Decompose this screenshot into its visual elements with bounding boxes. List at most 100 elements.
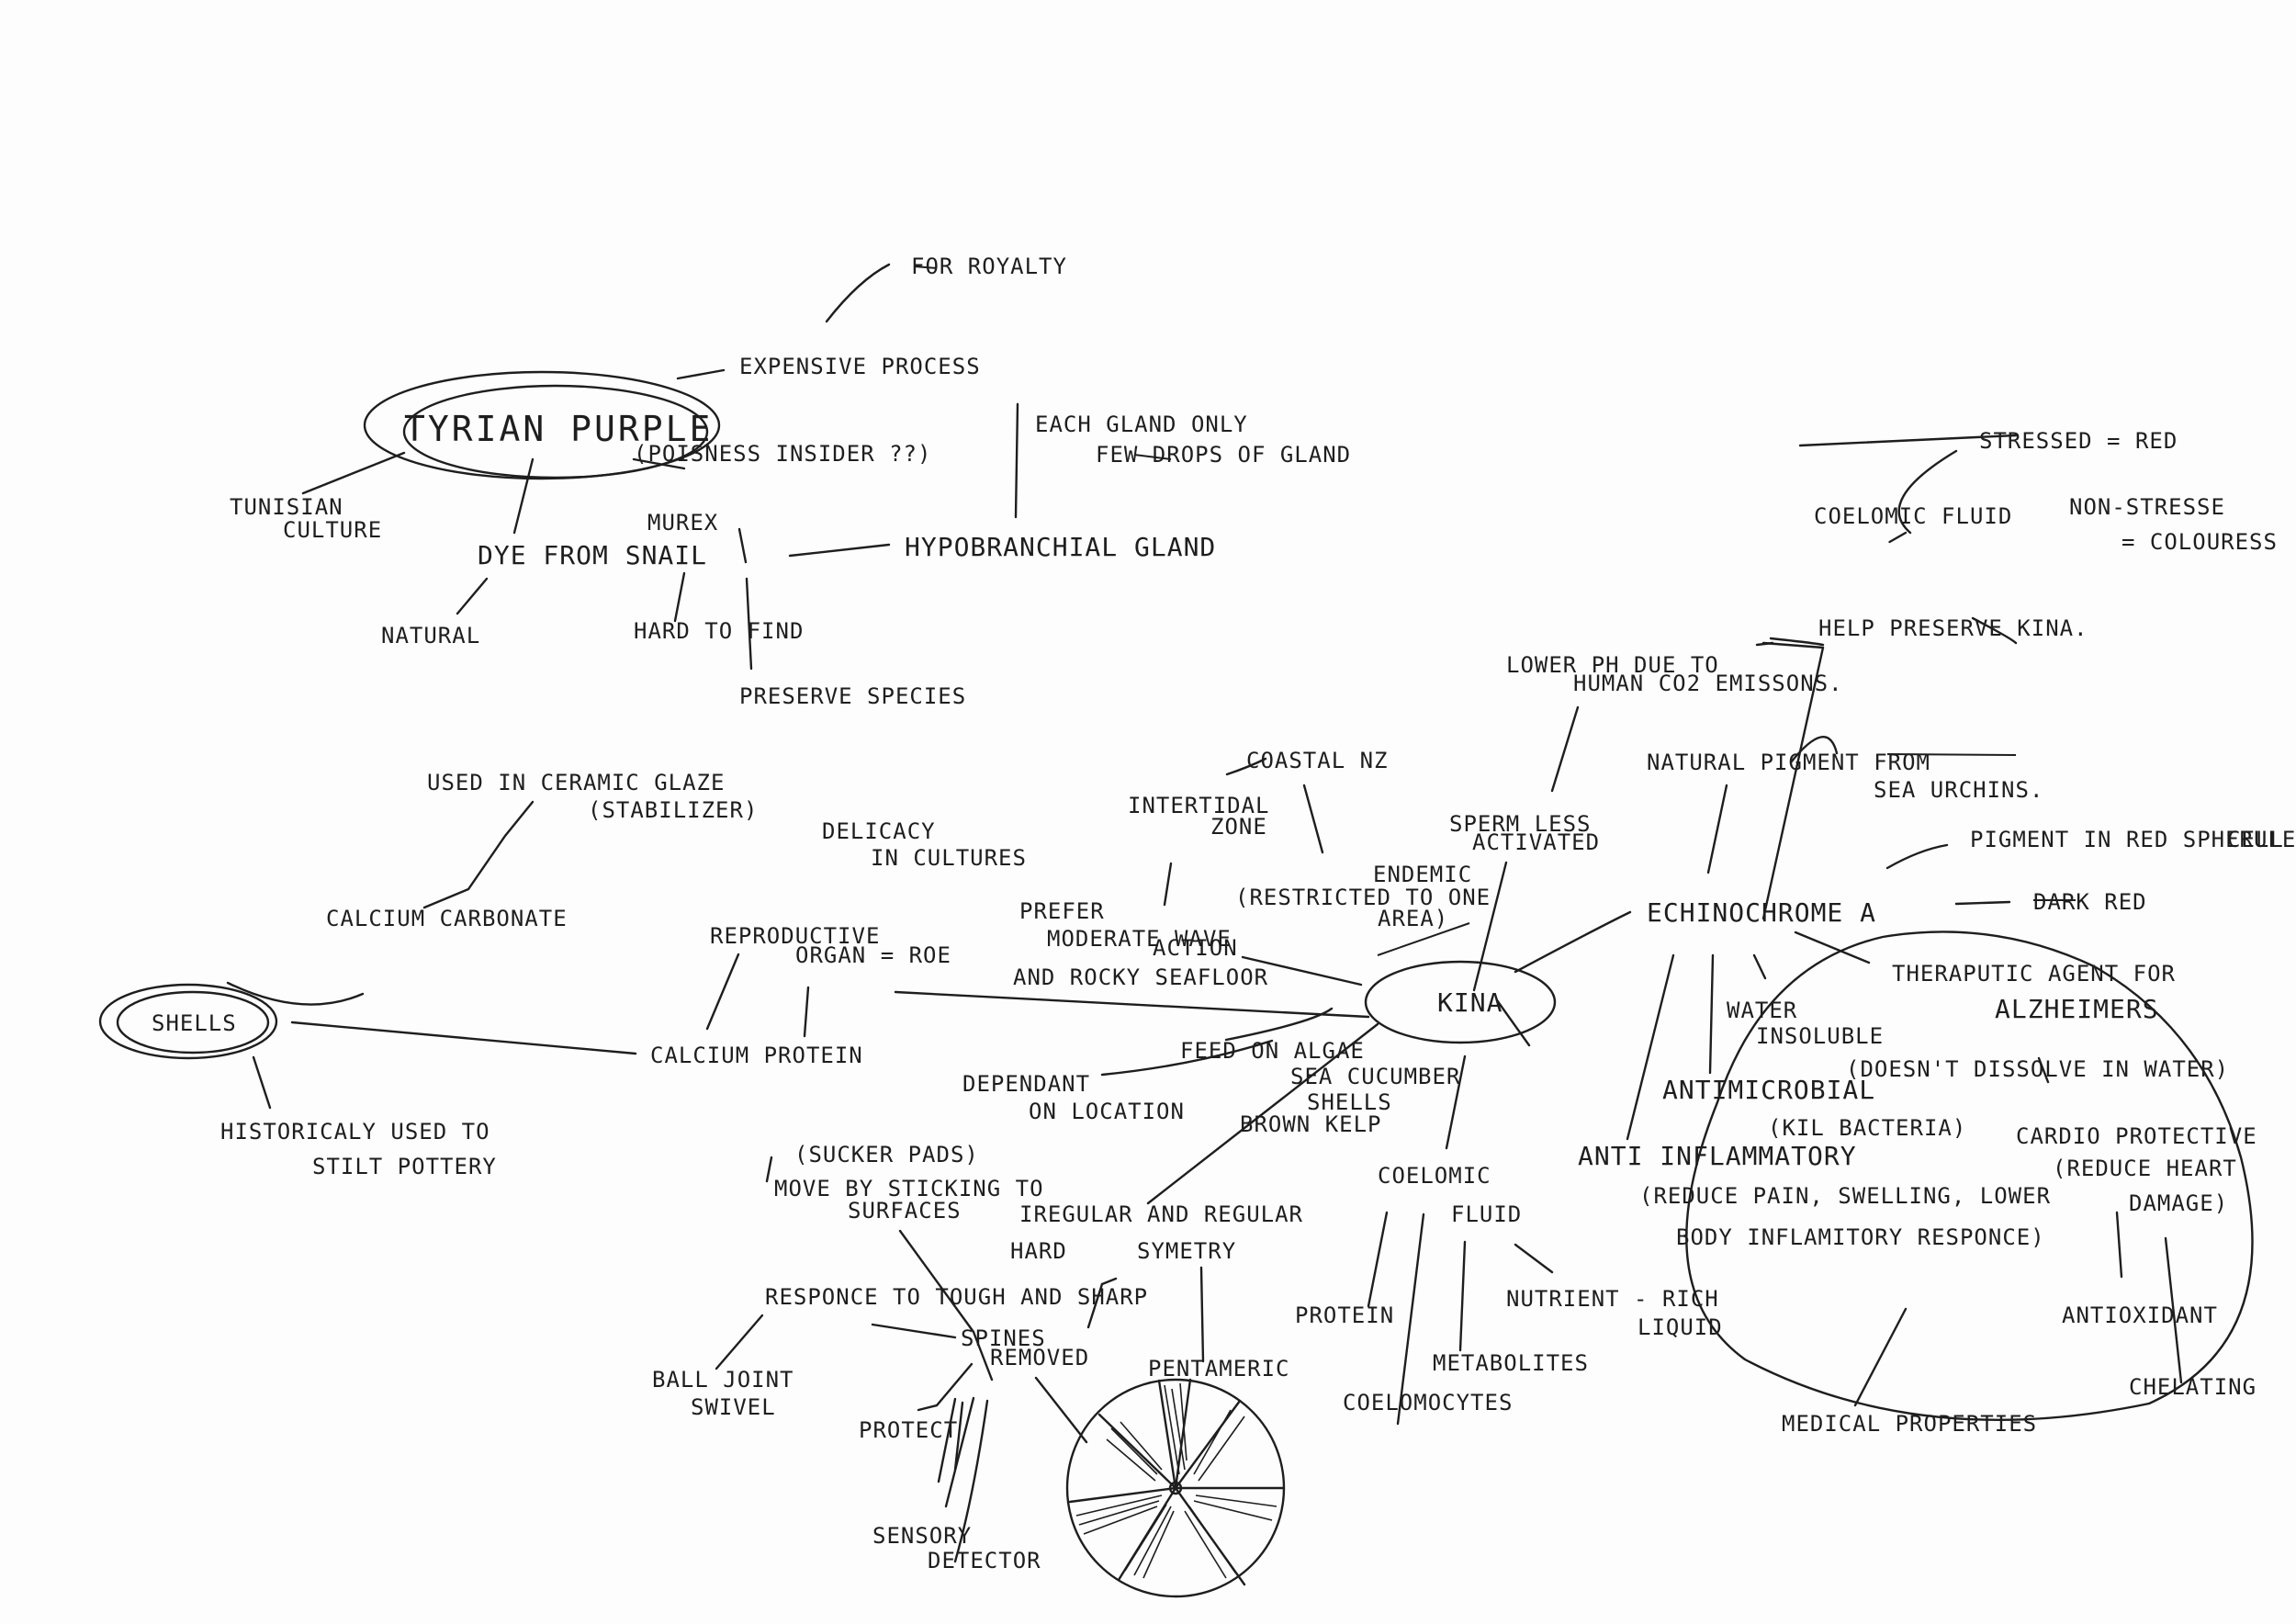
connector-lines — [226, 263, 2183, 1563]
action-label: ACTION — [1153, 935, 1238, 961]
insoluble-label: INSOLUBLE — [1756, 1023, 1884, 1049]
irregular-regular-label: IREGULAR AND REGULAR — [1019, 1201, 1303, 1227]
tyrian-purple-title: TYRIAN PURPLE — [404, 409, 713, 449]
stressed-label: STRESSED = RED — [1979, 428, 2178, 454]
reduce-heart-label: (REDUCE HEART — [2053, 1156, 2237, 1181]
poison-label: (POISNESS INSIDER ??) — [634, 441, 931, 467]
intertidal-label: INTERTIDAL — [1128, 793, 1270, 818]
antioxidant-label: ANTIOXIDANT — [2062, 1303, 2218, 1328]
body-inflammatory-label: BODY INFLAMITORY RESPONCE) — [1676, 1224, 2045, 1250]
dye-from-snail-label: DYE FROM SNAIL — [478, 540, 707, 570]
each-gland-label: EACH GLAND ONLY — [1035, 412, 1248, 437]
sea-urchins-label: SEA URCHINS. — [1874, 777, 2043, 803]
delicacy-label: DELICACY — [822, 818, 936, 844]
hard-label: HARD — [1010, 1238, 1067, 1264]
preserve-species-label: PRESERVE SPECIES — [739, 683, 966, 709]
removed-label: REMOVED — [990, 1345, 1089, 1370]
pentameric-drawing — [1065, 1378, 1286, 1598]
coastal-nz-label: COASTAL NZ — [1246, 748, 1389, 773]
stilt-pottery-label: STILT POTTERY — [312, 1154, 497, 1179]
help-preserve-kina-label: HELP PRESERVE KINA. — [1818, 615, 2088, 641]
on-location-label: ON LOCATION — [1029, 1099, 1185, 1124]
swivel-label: SWIVEL — [691, 1394, 776, 1420]
calcium-protein-label: CALCIUM PROTEIN — [650, 1043, 863, 1068]
hypobranchial-label: HYPOBRANCHIAL GLAND — [905, 532, 1216, 562]
coelomocytes-label: COELOMOCYTES — [1343, 1390, 1513, 1415]
calcium-carbonate-label: CALCIUM CARBONATE — [326, 906, 568, 931]
liquid-label: LIQUID — [1638, 1314, 1723, 1340]
anti-inflammatory-label: ANTI INFLAMMATORY — [1578, 1141, 1857, 1171]
murex-label: MUREX — [647, 510, 718, 536]
one-area-label: AREA) — [1378, 906, 1448, 931]
reproductive-label: REPRODUCTIVE — [710, 923, 880, 949]
pigment-red-spherule-label: PIGMENT IN RED SPHERULE — [1970, 827, 2296, 852]
medical-properties-cluster: THERAPUTIC AGENT FOR ALZHEIMERS WATER IN… — [1578, 961, 2257, 1437]
rocky-seafloor-label: AND ROCKY SEAFLOOR — [1013, 964, 1268, 990]
medical-properties-label: MEDICAL PROPERTIES — [1782, 1411, 2037, 1437]
few-drops-label: FEW DROPS OF GLAND — [1096, 442, 1351, 468]
cardio-protective-label: CARDIO PROTECTIVE — [2016, 1123, 2257, 1149]
lower-ph-label: LOWER PH DUE TO — [1506, 652, 1719, 678]
responce-touch-label: RESPONCE TO TOUGH AND SHARP — [765, 1284, 1148, 1310]
historically-used-label: HISTORICALY USED TO — [220, 1119, 490, 1145]
symetry-label: SYMETRY — [1137, 1238, 1236, 1264]
kill-bacteria-label: (KIL BACTERIA) — [1768, 1115, 1966, 1141]
chelating-label: CHELATING — [2129, 1374, 2257, 1400]
coelomic-fluid-top-label: COELOMIC FLUID — [1814, 503, 2012, 529]
reduce-pain-label: (REDUCE PAIN, SWELLING, LOWER — [1639, 1183, 2051, 1209]
kina-cluster: KINA DELICACY IN CULTURES REPRODUCTIVE O… — [710, 748, 1600, 1137]
sea-cucumber-label: SEA CUCUMBER — [1290, 1064, 1460, 1089]
lower-ph-cluster: LOWER PH DUE TO HUMAN CO2 EMISSONS. HELP… — [1506, 615, 2088, 696]
expensive-process-label: EXPENSIVE PROCESS — [739, 354, 981, 379]
shells-title: SHELLS — [152, 1010, 237, 1036]
prefer-label: PREFER — [1019, 898, 1105, 924]
hard-to-find-label: HARD TO FIND — [634, 618, 804, 644]
ceramic-glaze-label: USED IN CERAMIC GLAZE — [427, 770, 725, 795]
protein-bottom-label: PROTEIN — [1295, 1303, 1394, 1328]
non-stressed-label: NON-STRESSE — [2069, 494, 2225, 520]
colourless-label: = COLOURESS — [2122, 529, 2278, 555]
fluid-bottom-label: FLUID — [1451, 1201, 1522, 1227]
activated-label: ACTIVATED — [1472, 829, 1600, 855]
organ-roe-label: ORGAN = ROE — [795, 942, 951, 968]
node-ellipses — [98, 370, 2254, 1421]
feed-on-algae-label: FEED ON ALGAE — [1180, 1038, 1365, 1064]
sucker-pads-label: (SUCKER PADS) — [794, 1142, 979, 1167]
natural-pigment-cluster: NATURAL PIGMENT FROM SEA URCHINS. — [1647, 750, 2043, 803]
damage-label: DAMAGE) — [2129, 1190, 2228, 1216]
in-cultures-label: IN CULTURES — [871, 845, 1027, 871]
tyrian-purple-cluster: TYRIAN PURPLE EXPENSIVE PROCESS FOR ROYA… — [230, 254, 1351, 709]
shells-word-label: SHELLS — [1307, 1089, 1392, 1115]
echinochrome-cluster: ECHINOCHROME A PIGMENT IN RED SPHERULE C… — [1647, 827, 2296, 928]
coelomic-bottom-label: COELOMIC — [1378, 1163, 1491, 1189]
tunisian-label: TUNISIAN — [230, 494, 343, 520]
moderate-wave-label: MODERATE WAVE — [1047, 926, 1232, 952]
dark-red-label: DARK RED — [2033, 889, 2147, 915]
kina-title: KINA — [1437, 987, 1503, 1018]
antimicrobial-label: ANTIMICROBIAL — [1662, 1075, 1875, 1105]
for-royalty-label: FOR ROYALTY — [911, 254, 1067, 279]
alzheimers-label: ALZHEIMERS — [1995, 994, 2159, 1024]
shells-cluster: SHELLS USED IN CERAMIC GLAZE (STABILIZER… — [152, 770, 863, 1179]
metabolites-label: METABOLITES — [1433, 1350, 1589, 1376]
cell-label: CELL — [2227, 827, 2284, 852]
coelomic-top-cluster: STRESSED = RED COELOMIC FLUID NON-STRESS… — [1814, 428, 2278, 555]
move-sticking-label: MOVE BY STICKING TO — [774, 1176, 1044, 1201]
endemic-label: ENDEMIC — [1373, 862, 1472, 887]
spines-cluster: (SUCKER PADS) MOVE BY STICKING TO SURFAC… — [652, 1142, 1303, 1573]
spines-label: SPINES — [961, 1325, 1046, 1351]
tunisian-culture-label: CULTURE — [283, 517, 382, 543]
echinochrome-title: ECHINOCHROME A — [1647, 897, 1876, 928]
strike-marks — [913, 265, 2076, 956]
pentameric-hatch — [1075, 1382, 1277, 1579]
natural-pigment-label: NATURAL PIGMENT FROM — [1647, 750, 1930, 775]
detector-label: DETECTOR — [928, 1548, 1041, 1573]
brown-kelp-label: BROWN KELP — [1240, 1111, 1382, 1137]
dependant-label: DEPENDANT — [962, 1071, 1090, 1097]
stabilizer-label: (STABILIZER) — [588, 797, 758, 823]
protect-label: PROTECT — [859, 1417, 958, 1443]
natural-label: NATURAL — [381, 623, 480, 648]
restricted-label: (RESTRICTED TO ONE — [1235, 885, 1491, 910]
